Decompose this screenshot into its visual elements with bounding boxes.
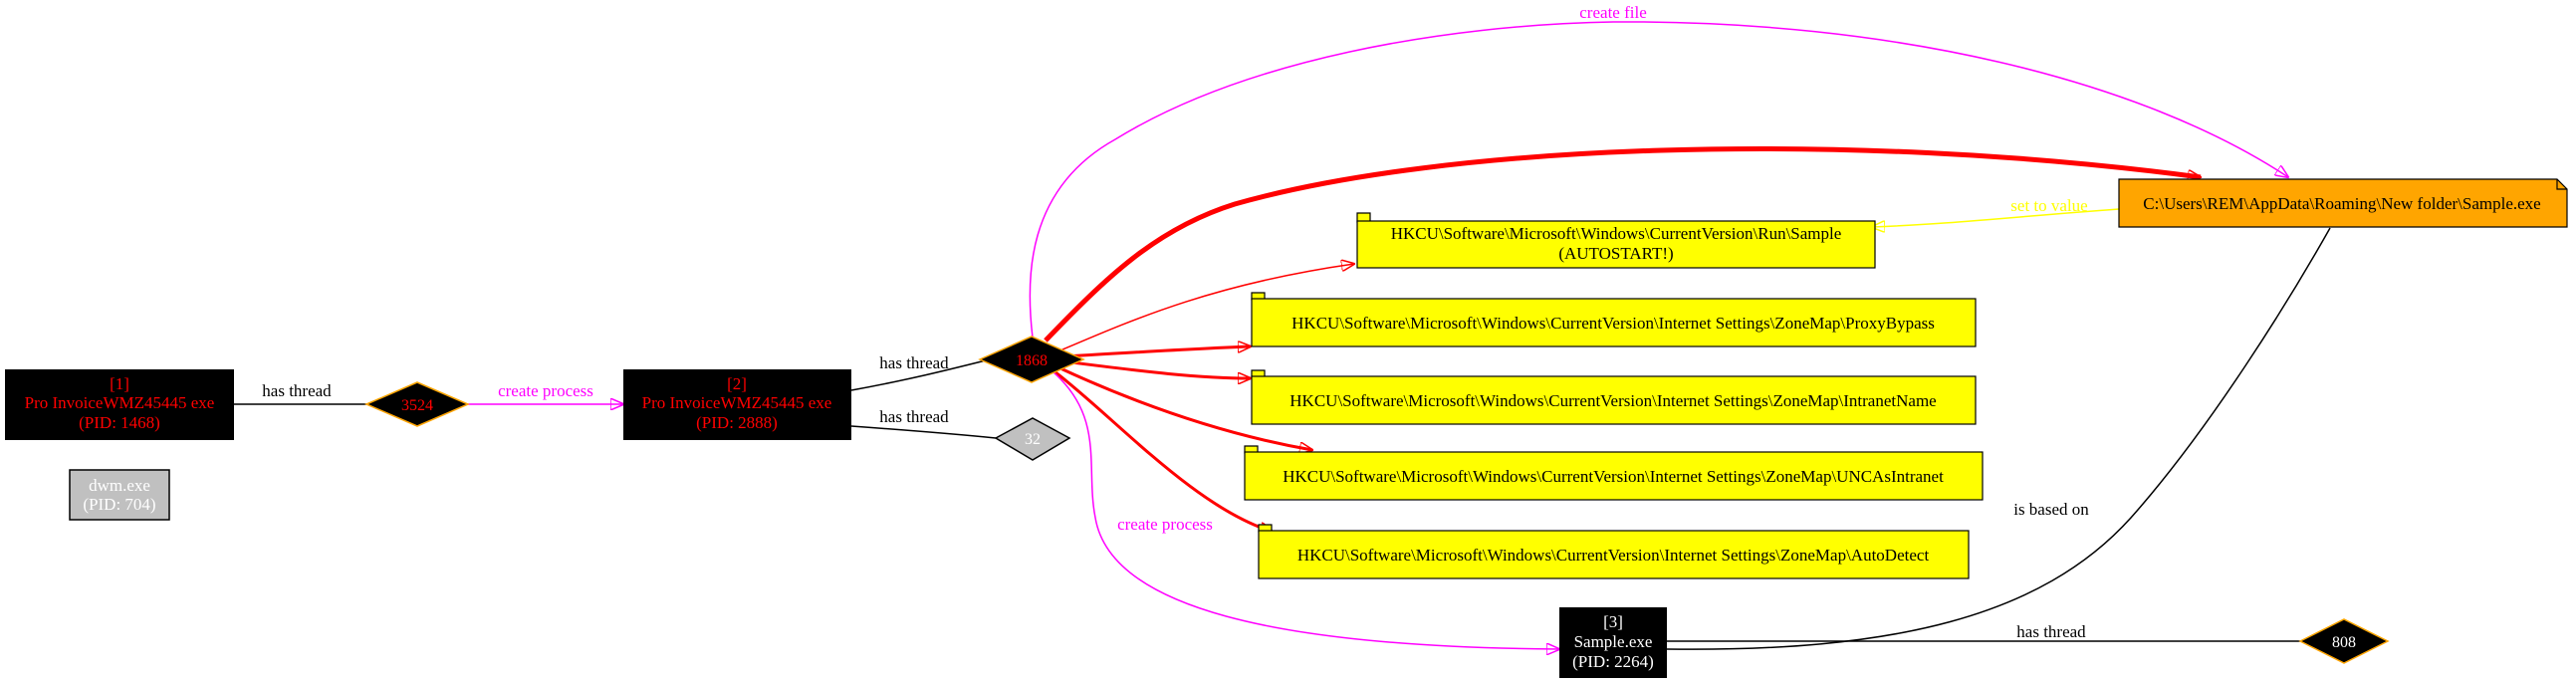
edge-label-has-thread: has thread xyxy=(879,353,949,372)
edge-write-registry-proxybypass xyxy=(1062,346,1251,358)
edge-label-create-process: create process xyxy=(1117,515,1213,534)
registry-node-uncasintranet[interactable]: HKCU\Software\Microsoft\Windows\CurrentV… xyxy=(1244,445,1984,501)
process-label: [3] xyxy=(1603,612,1623,631)
registry-key-label: HKCU\Software\Microsoft\Windows\CurrentV… xyxy=(1391,224,1842,243)
thread-label: 3524 xyxy=(401,397,433,414)
process-label: (PID: 2888) xyxy=(696,413,778,432)
registry-key-label: HKCU\Software\Microsoft\Windows\CurrentV… xyxy=(1289,391,1936,410)
edge-label-is-based-on: is based on xyxy=(2013,500,2089,519)
process-label: Pro InvoiceWMZ45445 exe xyxy=(642,393,832,412)
edge-create-file: create file xyxy=(1029,3,2288,339)
thread-node-3524[interactable]: 3524 xyxy=(364,381,470,427)
edge-p3-thread-808: has thread xyxy=(1667,622,2300,642)
thread-label: 32 xyxy=(1025,431,1041,448)
thread-label: 808 xyxy=(2332,634,2356,651)
edge-write-registry-intranetname xyxy=(1062,359,1251,378)
process-node-dwm[interactable]: dwm.exe (PID: 704) xyxy=(69,469,170,521)
registry-node-intranetname[interactable]: HKCU\Software\Microsoft\Windows\CurrentV… xyxy=(1251,369,1977,425)
process-node-3[interactable]: [3] Sample.exe (PID: 2264) xyxy=(1559,607,1667,678)
registry-key-label: HKCU\Software\Microsoft\Windows\CurrentV… xyxy=(1283,467,1944,486)
edge-label-has-thread: has thread xyxy=(262,381,332,400)
file-node-sample-exe[interactable]: C:\Users\REM\AppData\Roaming\New folder\… xyxy=(2118,178,2568,228)
process-label: (PID: 2264) xyxy=(1572,652,1654,671)
edge-create-process-p3: create process xyxy=(1053,371,1559,649)
edge-is-based-on: is based on xyxy=(1666,227,2331,650)
thread-label: 1868 xyxy=(1016,352,1048,369)
thread-node-1868[interactable]: 1868 xyxy=(978,336,1085,383)
thread-node-32[interactable]: 32 xyxy=(994,417,1071,461)
process-label: [2] xyxy=(727,374,747,393)
edge-label-create-process: create process xyxy=(498,381,593,400)
file-label: C:\Users\REM\AppData\Roaming\New folder\… xyxy=(2143,194,2540,213)
edge-write-registry-autostart xyxy=(1059,264,1354,351)
registry-key-label: (AUTOSTART!) xyxy=(1558,244,1673,263)
edge-label-has-thread: has thread xyxy=(2016,622,2086,641)
registry-key-label: HKCU\Software\Microsoft\Windows\CurrentV… xyxy=(1297,546,1930,565)
registry-node-proxybypass[interactable]: HKCU\Software\Microsoft\Windows\CurrentV… xyxy=(1251,292,1977,347)
edge-set-registry-value: set to value xyxy=(1872,196,2120,227)
registry-key-label: HKCU\Software\Microsoft\Windows\CurrentV… xyxy=(1291,314,1935,333)
edge-p2-thread-32: has thread xyxy=(850,407,997,439)
registry-node-autodetect[interactable]: HKCU\Software\Microsoft\Windows\CurrentV… xyxy=(1258,524,1970,579)
edge-p2-thread-1868: has thread xyxy=(850,353,987,391)
edge-write-registry-autodetect xyxy=(1054,370,1273,532)
process-label: dwm.exe xyxy=(89,476,150,495)
process-label: (PID: 704) xyxy=(83,495,155,514)
edge-label-has-thread: has thread xyxy=(879,407,949,426)
edge-label-set-to-value: set to value xyxy=(2010,196,2087,215)
thread-node-808[interactable]: 808 xyxy=(2298,618,2390,664)
process-label: Pro InvoiceWMZ45445 exe xyxy=(25,393,215,412)
edge-p1-thread-3524: has thread xyxy=(234,381,366,405)
process-node-1[interactable]: [1] Pro InvoiceWMZ45445 exe (PID: 1468) xyxy=(5,369,234,440)
edge-write-file xyxy=(1044,145,2201,342)
edge-write-registry-uncasintranet xyxy=(1059,366,1312,450)
registry-node-autostart[interactable]: HKCU\Software\Microsoft\Windows\CurrentV… xyxy=(1356,212,1876,269)
process-node-2[interactable]: [2] Pro InvoiceWMZ45445 exe (PID: 2888) xyxy=(623,369,851,440)
process-label: [1] xyxy=(110,374,129,393)
edge-create-process-p2: create process xyxy=(468,381,623,404)
edge-label-create-file: create file xyxy=(1579,3,1646,22)
process-label: (PID: 1468) xyxy=(79,413,160,432)
process-label: Sample.exe xyxy=(1574,632,1653,651)
